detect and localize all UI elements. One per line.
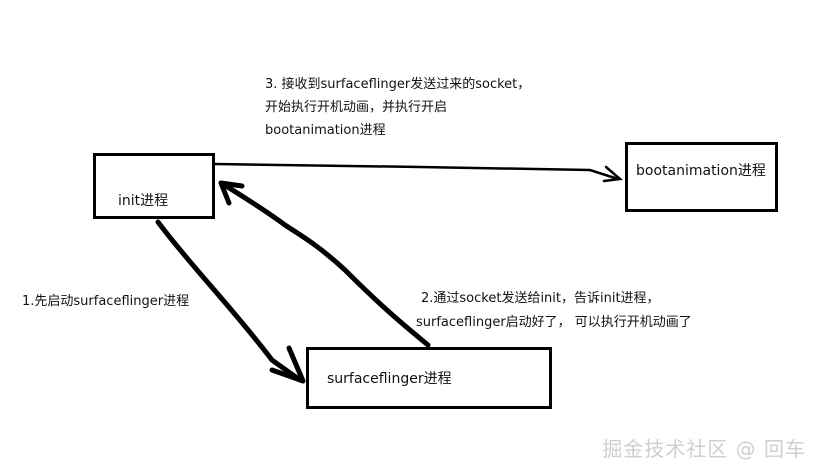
step-3-note: 3. 接收到surfaceflinger发送过来的socket， 开始执行开机动… [265,73,530,142]
arrowhead-bootanimation [602,165,623,183]
init-process-box [93,153,215,219]
bootanimation-process-label: bootanimation进程 [636,163,766,179]
surfaceflinger-process-box [306,347,552,409]
bootanimation-process-box [625,142,778,212]
step-3-line-2: 开始执行开机动画，并执行开启 [265,100,448,115]
step-1-note: 1.先启动surfaceflinger进程 [22,294,190,309]
surfaceflinger-process-label: surfaceflinger进程 [327,371,452,387]
step-2-note: 2.通过socket发送给init，告诉init进程， surfacefling… [416,287,692,335]
step-2-line-1: 2.通过socket发送给init，告诉init进程， [421,291,660,306]
watermark: 掘金技术社区 @ 回车 [602,437,806,461]
init-process-label: init进程 [118,193,169,209]
step-3-line-1: 3. 接收到surfaceflinger发送过来的socket， [265,77,531,92]
arrow-init-to-bootanimation [213,162,620,181]
arrow-surfaceflinger-to-init [220,181,431,348]
step-2-line-2: surfaceflinger启动好了， 可以执行开机动画了 [416,315,692,330]
step-3-line-3: bootanimation进程 [265,123,386,138]
arrowhead-init [218,180,245,206]
arrow-init-to-surfaceflinger [155,219,303,383]
arrowhead-surfaceflinger [269,345,306,384]
